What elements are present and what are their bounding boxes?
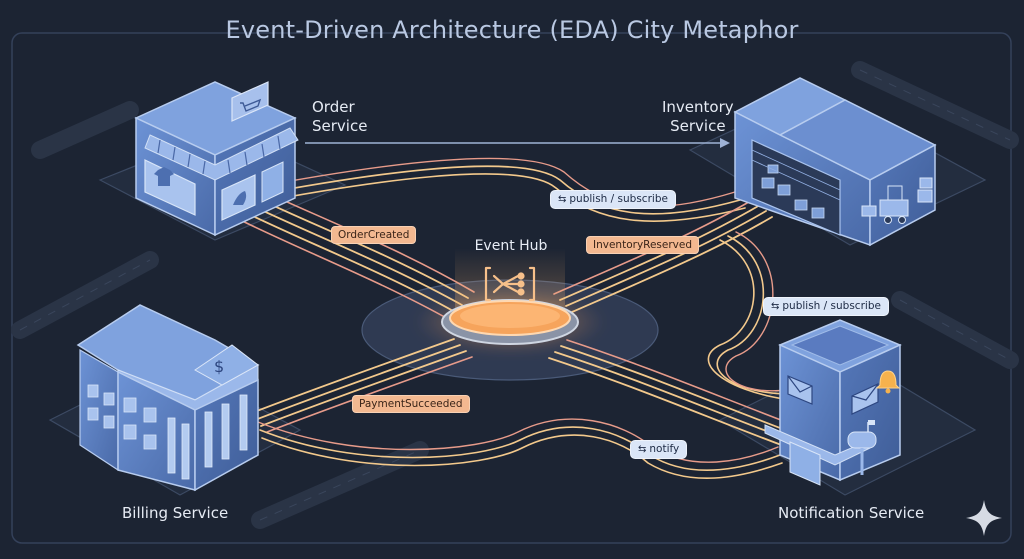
- flow-pill-bottom: ⇆notify: [630, 440, 688, 459]
- flow-pill-top-label: publish / subscribe: [569, 193, 668, 205]
- event-payment-succeeded: PaymentSucceeded: [352, 395, 470, 413]
- bank-icon: $: [76, 304, 260, 492]
- flow-pill-top: ⇆publish / subscribe: [550, 190, 676, 209]
- billing-service-label: Billing Service: [122, 504, 229, 522]
- order-service-label-line2: Service: [312, 117, 368, 135]
- order-service-label-line1: Order: [312, 98, 355, 116]
- warehouse-icon: [733, 77, 937, 247]
- inventory-service-label-line1: Inventory: [662, 98, 734, 116]
- order-service-label: Order Service: [312, 98, 367, 136]
- sync-arrows-icon: ⇆: [558, 194, 567, 205]
- order-to-inventory-arrow: [305, 138, 730, 148]
- inventory-service-label: Inventory Service: [662, 98, 734, 136]
- post-office-icon: [764, 319, 902, 486]
- frame-border: [11, 32, 1012, 544]
- sparkle-icon: [966, 500, 1002, 536]
- inventory-service-label-line2: Service: [670, 117, 726, 135]
- flow-pill-right-label: publish / subscribe: [782, 300, 881, 312]
- event-hub-icon: [484, 266, 536, 302]
- diagram-title: Event-Driven Architecture (EDA) City Met…: [225, 16, 799, 44]
- notification-service-label: Notification Service: [778, 504, 925, 522]
- event-hub-label: Event Hub: [474, 238, 548, 254]
- shop-icon: [134, 81, 299, 237]
- flow-pill-right: ⇆publish / subscribe: [763, 297, 889, 316]
- event-inventory-reserved: InventoryReserved: [586, 236, 700, 254]
- event-hub-ring: [441, 248, 579, 345]
- sync-arrows-icon: ⇆: [638, 444, 647, 455]
- flow-pill-bottom-label: notify: [649, 443, 680, 455]
- sync-arrows-icon: ⇆: [771, 301, 780, 312]
- event-order-created: OrderCreated: [331, 226, 417, 244]
- svg-text:$: $: [214, 357, 224, 376]
